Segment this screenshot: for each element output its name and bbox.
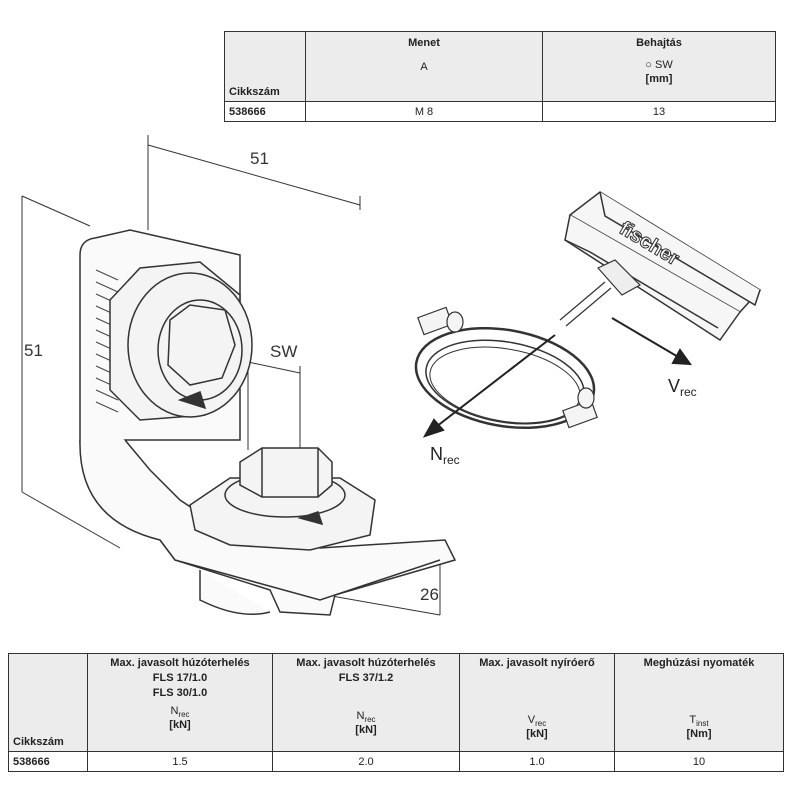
col-header-code: Cikkszám (8, 653, 88, 752)
cell-drive: 13 (542, 101, 776, 122)
technical-drawing: 51 51 SW 26 (21, 135, 457, 616)
dim-height-label: 51 (24, 341, 43, 360)
load-spec-table: Cikkszám Max. javasolt húzóterhelés FLS … (8, 653, 784, 772)
dim-width-label: 51 (250, 149, 269, 168)
col-header-drive: Behajtás ○ SW [mm] (542, 31, 776, 102)
cell-tension-2: 2.0 (272, 751, 460, 772)
table-row: 538666 M 8 13 (224, 101, 776, 122)
col-header-thread: Menet A (305, 31, 543, 102)
cell-tension-1: 1.5 (87, 751, 273, 772)
cell-code: 538666 (224, 101, 306, 122)
table-row: 538666 1.5 2.0 1.0 10 (8, 751, 784, 772)
thread-spec-table: Cikkszám Menet A Behajtás ○ SW [mm] 5386… (224, 31, 776, 122)
dim-depth-label: 26 (420, 585, 439, 604)
iso-view: fischer Nrec Vrec (414, 191, 762, 465)
dim-sw-label: SW (270, 342, 297, 361)
n-rec-label: Nrec (430, 444, 460, 465)
cell-thread: M 8 (305, 101, 543, 122)
col-header-torque: Meghúzási nyomaték Tinst [Nm] (614, 653, 784, 752)
cell-code: 538666 (8, 751, 88, 772)
v-rec-label: Vrec (668, 376, 697, 399)
col-header-tension-2: Max. javasolt húzóterhelés FLS 37/1.2 Nr… (272, 653, 460, 752)
cell-shear: 1.0 (459, 751, 615, 772)
cell-torque: 10 (614, 751, 784, 772)
circle-icon: ○ (645, 59, 652, 71)
col-header-tension-1: Max. javasolt húzóterhelés FLS 17/1.0 FL… (87, 653, 273, 752)
col-header-shear: Max. javasolt nyíróerő Vrec [kN] (459, 653, 615, 752)
col-header-code: Cikkszám (224, 31, 306, 102)
